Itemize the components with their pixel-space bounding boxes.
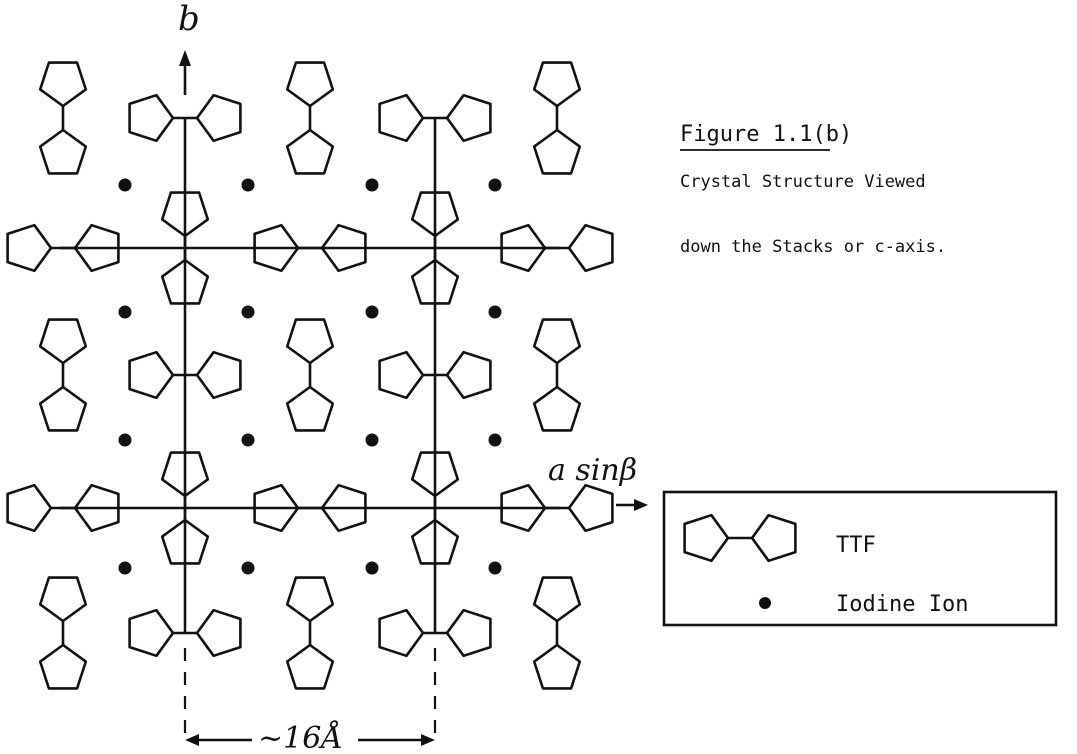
legend-iodine-label: Iodine Ion (836, 592, 968, 617)
ttf-molecule (38, 318, 88, 432)
ttf-molecule (38, 576, 88, 690)
iodine-ion (488, 178, 502, 192)
spacing-label: ~16Å (258, 720, 343, 754)
iodine-ion (488, 433, 502, 447)
iodine-ion (118, 433, 132, 447)
spacing-arrowhead-right (421, 734, 435, 746)
ttf-molecule-legend (683, 513, 797, 563)
iodine-ion (365, 178, 379, 192)
ttf-molecules (6, 61, 614, 690)
iodine-ion (365, 305, 379, 319)
ttf-molecule-icon (683, 513, 797, 563)
ttf-molecule (285, 318, 335, 432)
iodine-ion (118, 561, 132, 575)
a-axis-arrowhead (634, 499, 648, 511)
spacing-arrowhead-left (185, 734, 199, 746)
iodine-ion (118, 178, 132, 192)
legend-box (662, 490, 1058, 627)
iodine-ion (488, 561, 502, 575)
iodine-ion (241, 305, 255, 319)
iodine-ions (118, 178, 502, 575)
iodine-ion (365, 561, 379, 575)
legend: TTF Iodine Ion (662, 490, 1058, 627)
ttf-molecule (285, 576, 335, 690)
iodine-ion (365, 433, 379, 447)
figure-title: Figure 1.1(b) (680, 122, 852, 147)
caption-line-1: Crystal Structure Viewed (680, 172, 926, 192)
axes (179, 50, 648, 746)
a-sin-beta-label: a sinβ (548, 453, 637, 488)
ttf-molecule (532, 61, 582, 175)
b-axis-label: b (178, 0, 200, 39)
ttf-molecule (285, 61, 335, 175)
iodine-ion (241, 178, 255, 192)
iodine-dot-icon (759, 597, 771, 609)
lattice-lines (60, 118, 560, 735)
iodine-ion (118, 305, 132, 319)
caption-line-2: down the Stacks or c-axis. (680, 237, 946, 257)
ttf-molecule (532, 576, 582, 690)
ttf-molecule (532, 318, 582, 432)
iodine-ion (241, 561, 255, 575)
iodine-ion (241, 433, 255, 447)
iodine-ion (488, 305, 502, 319)
b-axis-arrowhead (179, 50, 191, 66)
legend-ttf-label: TTF (836, 533, 876, 558)
ttf-molecule (38, 61, 88, 175)
